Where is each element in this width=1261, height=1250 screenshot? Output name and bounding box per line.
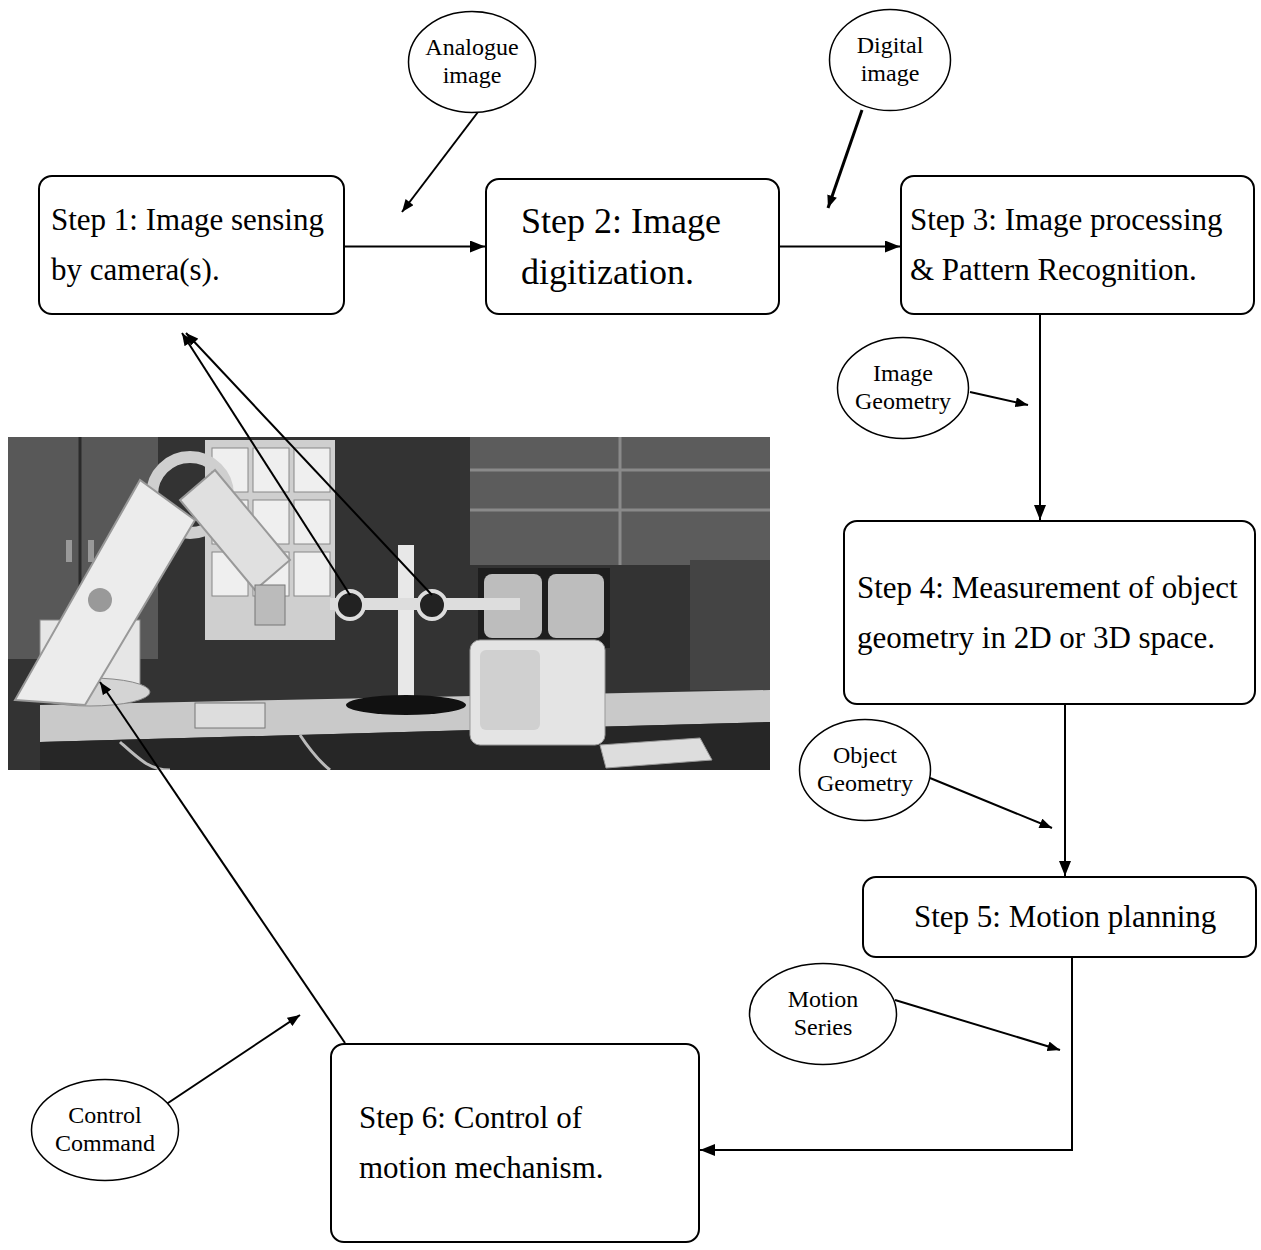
keyboard xyxy=(600,738,712,768)
process-box: Step 6: Control of motion mechanism. xyxy=(330,1043,700,1243)
camera xyxy=(336,591,364,619)
flow-arrow xyxy=(1039,315,1041,520)
camera xyxy=(418,591,446,619)
process-box: Step 4: Measurement of object geometry i… xyxy=(843,520,1256,705)
robot-upper-arm xyxy=(15,480,195,705)
photo-ground xyxy=(8,437,770,770)
robot-photo xyxy=(8,437,770,770)
pointer-arrow xyxy=(828,110,862,208)
step-text: Step 5: Motion planning xyxy=(914,892,1234,942)
ellipse-shape xyxy=(409,12,536,113)
table-front xyxy=(40,722,770,770)
ellipse-text: Control Command xyxy=(42,1102,168,1157)
process-box: Step 2: Image digitization. xyxy=(485,178,780,315)
pointer-arrow xyxy=(402,112,478,212)
controller-box xyxy=(195,703,265,728)
cabinet-handle xyxy=(66,540,72,562)
process-box: Step 1: Image sensing by camera(s). xyxy=(38,175,345,315)
cable xyxy=(300,735,330,770)
flow-arrow xyxy=(1064,705,1066,876)
ellipse-text: Digital image xyxy=(838,32,942,87)
camera-post xyxy=(398,545,414,705)
label-ellipse: Motion Series xyxy=(748,962,898,1066)
pointer-arrow xyxy=(165,1015,300,1105)
ellipse-shape xyxy=(830,10,951,111)
process-box: Step 5: Motion planning xyxy=(862,876,1257,958)
label-ellipse: Analogue image xyxy=(407,10,537,114)
command-arrow xyxy=(100,682,345,1043)
step-text: Step 2: Image digitization. xyxy=(521,196,771,297)
cabinet-handle xyxy=(88,540,94,562)
window xyxy=(470,437,770,565)
ellipse-shape xyxy=(800,720,931,821)
step-text: Step 6: Control of motion mechanism. xyxy=(359,1093,644,1192)
camera-stand-base xyxy=(346,695,466,715)
label-ellipse: Object Geometry xyxy=(798,718,932,822)
arm-joint xyxy=(88,588,112,612)
pointer-arrow xyxy=(970,392,1028,405)
ellipse-shape xyxy=(32,1080,179,1181)
label-ellipse: Image Geometry xyxy=(836,336,970,440)
window-frame xyxy=(619,437,622,565)
shelf-box xyxy=(294,552,330,596)
label-ellipse: Digital image xyxy=(828,8,952,112)
flow-arrow xyxy=(700,958,1072,1150)
monitor-screen xyxy=(548,574,604,638)
pointer-arrow xyxy=(895,1000,1060,1050)
camera-arrow xyxy=(182,333,350,595)
ellipse-shape xyxy=(838,338,969,439)
ellipse-shape xyxy=(750,964,897,1065)
ellipse-text: Image Geometry xyxy=(848,360,958,415)
step-text: Step 4: Measurement of object geometry i… xyxy=(857,563,1247,662)
ellipse-text: Analogue image xyxy=(416,34,528,89)
crt-monitor xyxy=(470,640,605,745)
chair xyxy=(690,560,770,690)
step-text: Step 3: Image processing & Pattern Recog… xyxy=(910,195,1242,294)
robot-gripper xyxy=(255,585,285,625)
label-ellipse: Control Command xyxy=(30,1078,180,1182)
crt-side xyxy=(480,650,540,730)
robot-forearm xyxy=(180,470,290,590)
flow-arrow xyxy=(780,246,900,248)
camera-arrow xyxy=(186,333,432,595)
process-box: Step 3: Image processing & Pattern Recog… xyxy=(900,175,1255,315)
ellipse-text: Object Geometry xyxy=(810,742,920,797)
step-text: Step 1: Image sensing by camera(s). xyxy=(51,195,336,294)
flow-arrow xyxy=(345,246,485,248)
ellipse-text: Motion Series xyxy=(763,986,883,1041)
cable xyxy=(120,742,170,770)
pointer-arrow xyxy=(930,778,1052,828)
